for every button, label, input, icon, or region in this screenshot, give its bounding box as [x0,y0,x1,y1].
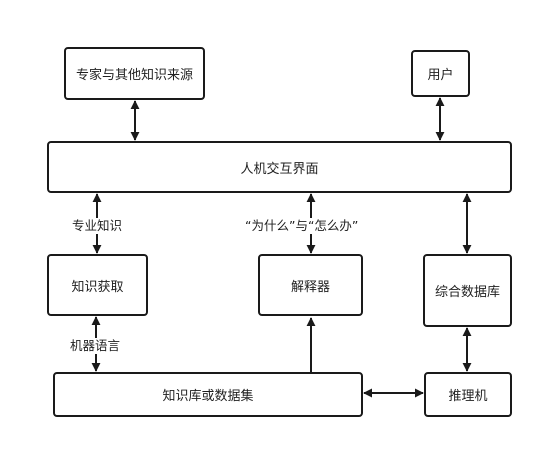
node-hci-label: 人机交互界面 [240,161,319,177]
node-knowledge-acquisition: 知识获取 [47,254,148,316]
node-expert-sources-label: 专家与其他知识来源 [75,68,193,83]
edge-label-machine-language: 机器语言 [69,338,122,354]
edge-label-professional-knowledge: 专业知识 [71,218,124,234]
node-integrated-database-label: 综合数据库 [434,285,500,300]
node-explainer-label: 解释器 [290,279,330,295]
node-inference-engine-label: 推理机 [448,389,488,404]
node-knowledge-base: 知识库或数据集 [53,372,363,417]
node-expert-sources: 专家与其他知识来源 [64,47,205,100]
node-knowledge-acquisition-label: 知识获取 [71,279,124,295]
node-integrated-database: 综合数据库 [423,254,512,327]
node-knowledge-base-label: 知识库或数据集 [162,389,254,404]
node-hci: 人机交互界面 [47,141,512,193]
edge-label-why-how: “为什么”与“怎么办” [244,218,360,234]
node-user: 用户 [411,50,470,97]
node-user-label: 用户 [427,68,454,83]
node-explainer: 解释器 [258,254,363,316]
node-inference-engine: 推理机 [424,372,512,417]
